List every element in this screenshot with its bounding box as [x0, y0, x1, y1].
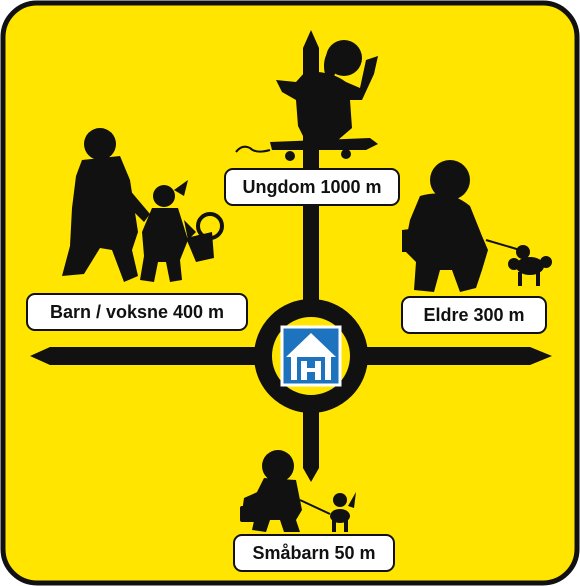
label-smabarn: Småbarn 50 m — [233, 534, 395, 572]
elderly-woman-with-poodle-silhouette — [402, 160, 552, 292]
label-ungdom: Ungdom 1000 m — [224, 168, 400, 206]
house-icon — [280, 325, 342, 387]
arrow-east — [360, 347, 552, 365]
label-eldre: Eldre 300 m — [401, 296, 547, 334]
skateboarder-silhouette — [235, 40, 378, 161]
arrow-north — [303, 30, 319, 300]
roundabout-ring — [254, 299, 368, 413]
label-barn-voksne: Barn / voksne 400 m — [26, 293, 248, 331]
arrow-west — [30, 347, 260, 365]
toddler-with-dog-silhouette — [240, 450, 356, 532]
arrow-south — [303, 400, 319, 482]
adult-and-child-silhouette — [62, 128, 224, 282]
